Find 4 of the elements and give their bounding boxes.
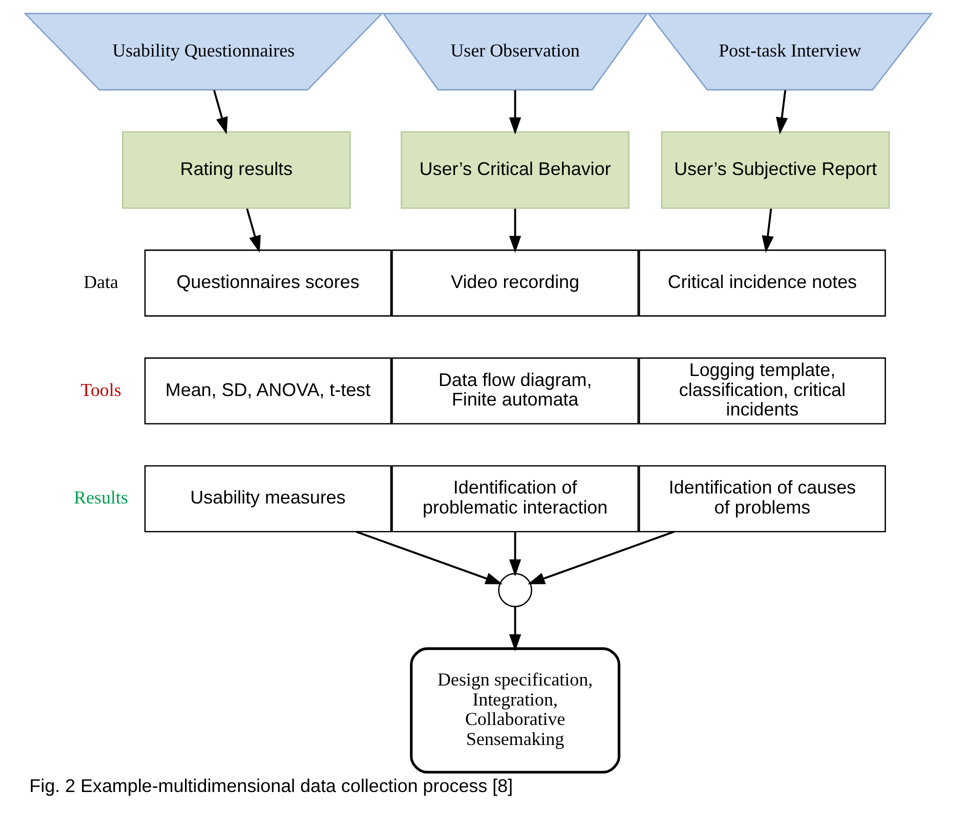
label: Tools <box>80 380 121 400</box>
caption: Fig. 2 Example-multidimensional data collection process [8] <box>28 775 512 796</box>
label: Results <box>73 488 128 508</box>
label: Data <box>83 272 118 292</box>
